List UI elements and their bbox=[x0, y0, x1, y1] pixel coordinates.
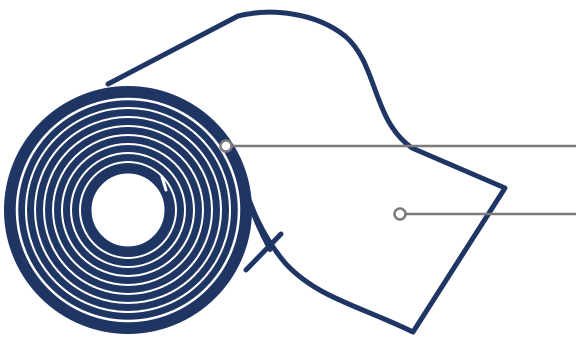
sheet-surface-callout-marker bbox=[395, 209, 406, 220]
roll-core-hole bbox=[89, 171, 167, 249]
roll-layers-callout-marker bbox=[221, 141, 232, 152]
